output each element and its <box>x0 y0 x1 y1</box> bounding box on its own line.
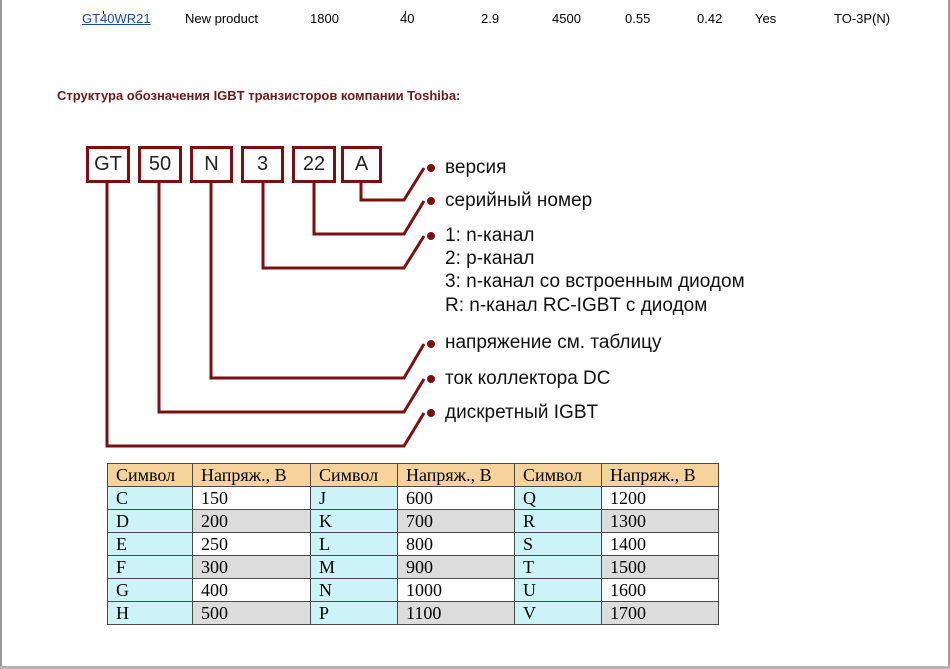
symbol-cell: R <box>514 509 602 533</box>
voltage-cell: 600 <box>397 486 515 510</box>
label-current: ток коллектора DC <box>445 368 611 389</box>
connector-current <box>157 183 426 414</box>
designation-diagram <box>105 164 435 448</box>
table-divider <box>103 11 104 14</box>
label-discrete: дискретный IGBT <box>445 402 599 423</box>
table-row: D 200 K 700 R 1300 <box>107 509 719 533</box>
product-value: Yes <box>755 11 777 26</box>
voltage-cell: 900 <box>397 555 515 579</box>
voltage-table: Символ Напряж., В Символ Напряж., В Симв… <box>107 463 719 625</box>
bullet-dot <box>427 232 435 240</box>
connector-channel <box>261 183 426 270</box>
connector-voltage <box>209 183 426 380</box>
connector-version <box>359 167 426 202</box>
section-heading: Структура обозначения IGBT транзисторов … <box>57 88 461 103</box>
label-channel-2: 2: p-канал <box>445 248 535 269</box>
code-box-channel: 3 <box>241 146 284 183</box>
code-box-prefix: GT <box>86 146 130 183</box>
symbol-cell: E <box>107 532 193 556</box>
window-bottom-border <box>0 666 950 669</box>
voltage-cell: 1100 <box>397 601 515 625</box>
connector-discrete <box>105 183 426 448</box>
table-row: E 250 L 800 S 1400 <box>107 532 719 556</box>
bullet-dot <box>427 340 435 348</box>
product-package: TO-3P(N) <box>834 11 891 26</box>
symbol-cell: L <box>310 532 398 556</box>
connector-serial <box>312 183 426 236</box>
code-box-current: 50 <box>138 146 182 183</box>
symbol-cell: C <box>107 486 193 510</box>
table-row: F 300 M 900 T 1500 <box>107 555 719 579</box>
label-channel-3: 3: n-канал со встроенным диодом <box>445 271 745 292</box>
bullet-dot <box>427 197 435 205</box>
label-channel-1: 1: n-канал <box>445 225 535 246</box>
window-left-border <box>0 0 2 669</box>
product-description: New product <box>185 11 258 26</box>
bullet-dot <box>427 164 435 172</box>
window-right-border <box>948 0 950 669</box>
voltage-cell: 700 <box>397 509 515 533</box>
table-header: Символ <box>310 463 398 487</box>
voltage-cell: 1700 <box>601 601 719 625</box>
symbol-cell: F <box>107 555 193 579</box>
voltage-cell: 150 <box>192 486 311 510</box>
table-header: Напряж., В <box>192 463 311 487</box>
table-row: C 150 J 600 Q 1200 <box>107 486 719 510</box>
symbol-cell: N <box>310 578 398 602</box>
voltage-cell: 800 <box>397 532 515 556</box>
product-value: 0.55 <box>625 11 651 26</box>
voltage-cell: 1200 <box>601 486 719 510</box>
symbol-cell: K <box>310 509 398 533</box>
symbol-cell: P <box>310 601 398 625</box>
voltage-cell: 1500 <box>601 555 719 579</box>
voltage-cell: 250 <box>192 532 311 556</box>
label-channel-r: R: n-канал RC-IGBT с диодом <box>445 295 708 316</box>
product-value: 40 <box>400 11 415 26</box>
symbol-cell: S <box>514 532 602 556</box>
voltage-cell: 400 <box>192 578 311 602</box>
voltage-cell: 1600 <box>601 578 719 602</box>
product-value: 1800 <box>310 11 339 26</box>
table-row: G 400 N 1000 U 1600 <box>107 578 719 602</box>
label-voltage: напряжение см. таблицу <box>445 332 662 353</box>
table-header: Символ <box>514 463 602 487</box>
symbol-cell: T <box>514 555 602 579</box>
label-version: версия <box>445 157 507 178</box>
code-box-voltage: N <box>190 146 233 183</box>
symbol-cell: M <box>310 555 398 579</box>
table-header: Напряж., В <box>601 463 719 487</box>
bullet-dot <box>427 409 435 417</box>
symbol-cell: D <box>107 509 193 533</box>
table-header: Символ <box>107 463 193 487</box>
label-serial: серийный номер <box>445 190 593 211</box>
voltage-cell: 1400 <box>601 532 719 556</box>
product-value: 0.42 <box>697 11 723 26</box>
symbol-cell: G <box>107 578 193 602</box>
table-header-row: Символ Напряж., В Символ Напряж., В Симв… <box>107 463 719 487</box>
table-row: H 500 P 1100 V 1700 <box>107 601 719 625</box>
code-box-version: A <box>341 146 382 183</box>
product-value: 2.9 <box>481 11 500 26</box>
table-divider <box>405 11 406 14</box>
voltage-cell: 200 <box>192 509 311 533</box>
bullet-dot <box>427 375 435 383</box>
voltage-cell: 300 <box>192 555 311 579</box>
product-value: 4500 <box>552 11 581 26</box>
code-box-serial: 22 <box>292 146 336 183</box>
symbol-cell: H <box>107 601 193 625</box>
symbol-cell: U <box>514 578 602 602</box>
table-header: Напряж., В <box>397 463 515 487</box>
product-part-link[interactable]: GT40WR21 <box>82 11 151 26</box>
symbol-cell: V <box>514 601 602 625</box>
symbol-cell: Q <box>514 486 602 510</box>
voltage-cell: 1300 <box>601 509 719 533</box>
symbol-cell: J <box>310 486 398 510</box>
voltage-cell: 500 <box>192 601 311 625</box>
voltage-cell: 1000 <box>397 578 515 602</box>
